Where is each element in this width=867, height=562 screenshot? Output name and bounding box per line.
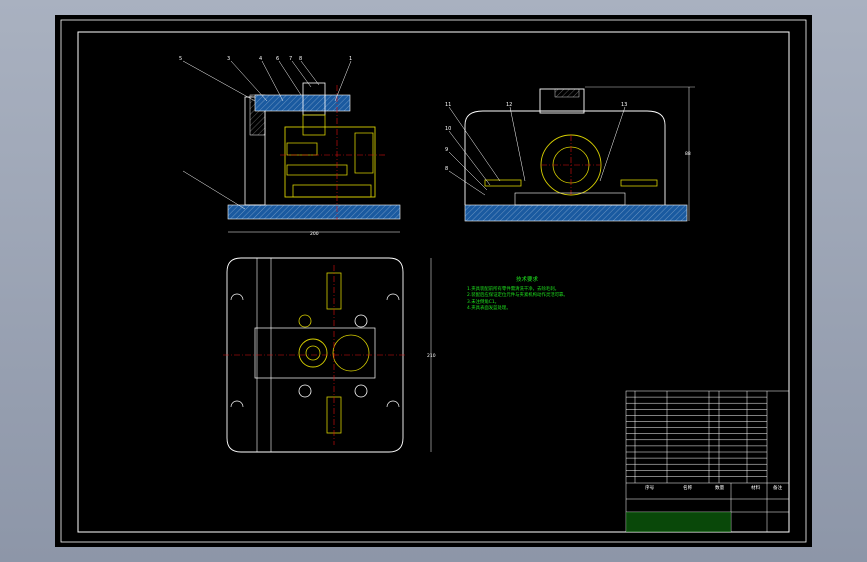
callout-front-4: 7 (289, 56, 292, 62)
callout-front-1: 3 (227, 56, 230, 62)
callout-side-5: 8 (445, 166, 448, 172)
dim-front-width: 200 (310, 231, 319, 237)
note-line: 1.夹具装配前所有零件需清洗干净，去除毛刺。 (467, 286, 560, 292)
callout-side-4: 9 (445, 147, 448, 153)
title-label-0: 序号 (645, 484, 655, 491)
callout-front-5: 8 (299, 56, 302, 62)
inner-frame (77, 31, 790, 533)
dim-plan-height: 210 (427, 353, 436, 359)
outer-frame (60, 19, 807, 543)
note-line: 3.未注倒角C1。 (467, 299, 500, 305)
technical-notes: 技术要求 1.夹具装配前所有零件需清洗干净，去除毛刺。 2.装配后应保证定位元件… (467, 277, 667, 313)
callout-front-0: 5 (179, 56, 182, 62)
title-label-1: 名称 (683, 484, 693, 491)
note-line: 2.装配后应保证定位元件与夹紧机构动作灵活可靠。 (467, 293, 568, 299)
side-housing (464, 110, 666, 205)
workpiece (284, 126, 376, 198)
callout-front-6: 1 (349, 56, 352, 62)
dim-side-height: 88 (685, 151, 691, 157)
callout-side-2: 13 (621, 102, 627, 108)
note-line: 4.夹具表面发蓝处理。 (467, 306, 511, 312)
title-label-2: 数量 (715, 484, 725, 491)
notes-title: 技术要求 (515, 277, 538, 283)
callout-side-0: 11 (445, 102, 451, 108)
base-hatch (228, 205, 400, 219)
plan-view: 210 (223, 257, 436, 453)
plan-outline (226, 257, 404, 453)
callout-side-1: 12 (506, 102, 512, 108)
callout-front-2: 4 (259, 56, 262, 62)
front-view: 5 3 4 6 7 8 1 200 (179, 56, 401, 237)
cad-drawing: 5 3 4 6 7 8 1 200 (60, 19, 807, 543)
side-view: 11 12 13 10 9 8 88 (445, 86, 695, 222)
callout-side-3: 10 (445, 126, 451, 132)
title-block (625, 390, 790, 533)
callout-front-3: 6 (276, 56, 279, 62)
drawing-viewport[interactable]: 5 3 4 6 7 8 1 200 (55, 15, 812, 547)
title-label-4: 备注 (773, 484, 783, 491)
title-label-3: 材料 (751, 484, 761, 491)
